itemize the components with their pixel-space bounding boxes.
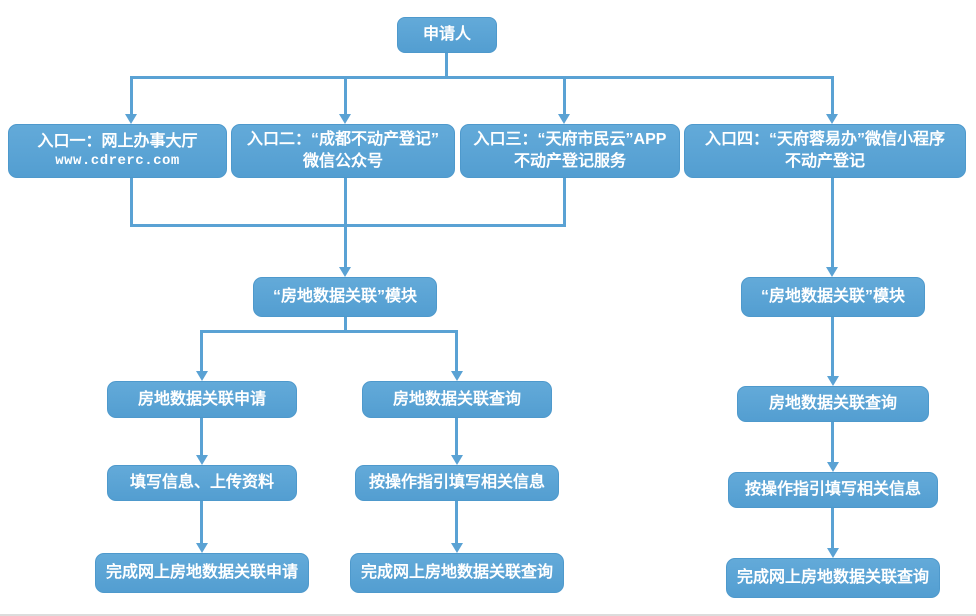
connector-apply2-3 bbox=[200, 501, 203, 544]
connector-queryright2-3 bbox=[831, 508, 834, 549]
arrowhead-down-entry4 bbox=[826, 114, 838, 124]
node-entry-2: 入口二：“成都不动产登记” 微信公众号 bbox=[231, 124, 455, 178]
node-module-right: “房地数据关联”模块 bbox=[741, 277, 925, 317]
node-entry-4: 入口四：“天府蓉易办”微信小程序 不动产登记 bbox=[684, 124, 966, 178]
connector-to-query1 bbox=[455, 330, 458, 372]
node-query-step-2: 按操作指引填写相关信息 bbox=[355, 465, 559, 501]
module-center-label: “房地数据关联”模块 bbox=[272, 288, 417, 306]
arrowhead-down-module-center bbox=[339, 267, 351, 277]
connector-fanout-bar bbox=[130, 76, 834, 79]
query-right-step2-label: 按操作指引填写相关信息 bbox=[744, 481, 921, 499]
connector-query1-2 bbox=[455, 418, 458, 456]
connector-merge-to-module bbox=[344, 178, 347, 268]
arrowhead-down-apply2 bbox=[196, 455, 208, 465]
node-apply-step-3: 完成网上房地数据关联申请 bbox=[95, 553, 309, 593]
module-right-label: “房地数据关联”模块 bbox=[760, 288, 905, 306]
node-entry-1: 入口一：网上办事大厅 www.cdrerc.com bbox=[8, 124, 227, 178]
node-apply-step-2: 填写信息、上传资料 bbox=[107, 465, 297, 501]
apply-step1-label: 房地数据关联申请 bbox=[137, 390, 266, 408]
query-step2-label: 按操作指引填写相关信息 bbox=[368, 474, 545, 492]
arrowhead-down-entry3 bbox=[558, 114, 570, 124]
connector-query2-3 bbox=[455, 501, 458, 544]
arrowhead-down-apply1 bbox=[196, 371, 208, 381]
query-step1-label: 房地数据关联查询 bbox=[392, 390, 521, 408]
arrowhead-down-query2 bbox=[451, 455, 463, 465]
node-module-center: “房地数据关联”模块 bbox=[253, 277, 437, 317]
entry4-subtitle: 不动产登记 bbox=[784, 153, 865, 170]
node-entry-3: 入口三：“天府市民云”APP 不动产登记服务 bbox=[460, 124, 680, 178]
arrowhead-down-queryright3 bbox=[827, 548, 839, 558]
entry4-title: 入口四：“天府蓉易办”微信小程序 bbox=[704, 131, 945, 149]
node-query-right-step-2: 按操作指引填写相关信息 bbox=[728, 472, 938, 508]
entry2-subtitle: 微信公众号 bbox=[302, 153, 383, 170]
arrowhead-down-entry1 bbox=[125, 114, 137, 124]
entry1-title: 入口一：网上办事大厅 bbox=[37, 132, 198, 150]
entry3-title: 入口三：“天府市民云”APP bbox=[473, 131, 667, 149]
query-right-step1-label: 房地数据关联查询 bbox=[768, 395, 897, 413]
connector-entry3-down bbox=[563, 178, 566, 227]
entry1-url: www.cdrerc.com bbox=[55, 153, 180, 170]
entry2-title: 入口二：“成都不动产登记” bbox=[246, 131, 439, 149]
connector-to-entry3 bbox=[563, 76, 566, 115]
arrowhead-down-query3 bbox=[451, 543, 463, 553]
connector-to-entry1 bbox=[130, 76, 133, 115]
entry3-subtitle: 不动产登记服务 bbox=[513, 153, 626, 170]
arrowhead-down-queryright1 bbox=[827, 376, 839, 386]
connector-split-bar bbox=[200, 330, 458, 333]
connector-merge-bar bbox=[130, 224, 566, 227]
connector-entry1-down bbox=[130, 178, 133, 227]
connector-to-apply1 bbox=[200, 330, 203, 372]
arrowhead-down-entry2 bbox=[339, 114, 351, 124]
connector-moduleright-down bbox=[831, 317, 834, 377]
apply-step3-label: 完成网上房地数据关联申请 bbox=[105, 564, 298, 582]
arrowhead-down-queryright2 bbox=[827, 462, 839, 472]
node-apply-step-1: 房地数据关联申请 bbox=[107, 381, 297, 418]
arrowhead-down-module-right bbox=[826, 267, 838, 277]
arrowhead-down-query1 bbox=[451, 371, 463, 381]
connector-module-drop bbox=[344, 317, 347, 333]
query-step3-label: 完成网上房地数据关联查询 bbox=[360, 564, 553, 582]
connector-to-entry2 bbox=[344, 76, 347, 115]
node-query-step-3: 完成网上房地数据关联查询 bbox=[350, 553, 564, 593]
node-applicant: 申请人 bbox=[397, 17, 497, 53]
connector-to-entry4 bbox=[831, 76, 834, 115]
node-query-step-1: 房地数据关联查询 bbox=[362, 381, 552, 418]
apply-step2-label: 填写信息、上传资料 bbox=[129, 474, 274, 492]
connector-apply1-2 bbox=[200, 418, 203, 456]
node-query-right-step-1: 房地数据关联查询 bbox=[737, 386, 929, 422]
arrowhead-down-apply3 bbox=[196, 543, 208, 553]
node-query-right-step-3: 完成网上房地数据关联查询 bbox=[726, 558, 940, 598]
connector-queryright1-2 bbox=[831, 422, 834, 463]
node-applicant-label: 申请人 bbox=[422, 26, 471, 44]
connector-applicant-drop bbox=[445, 53, 448, 78]
query-right-step3-label: 完成网上房地数据关联查询 bbox=[736, 569, 929, 587]
connector-entry4-down bbox=[831, 178, 834, 268]
